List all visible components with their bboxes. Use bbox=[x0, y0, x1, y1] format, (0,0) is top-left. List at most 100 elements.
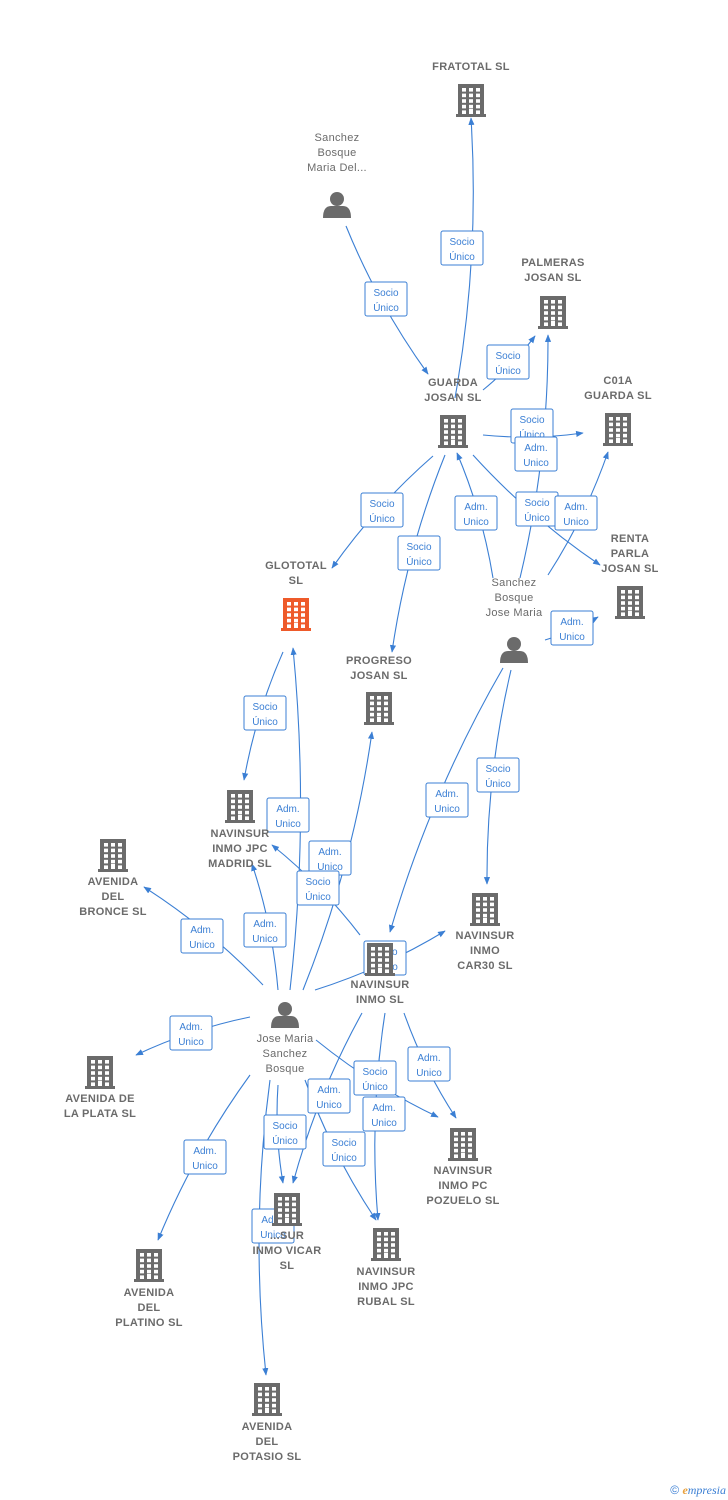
node-label: Jose Maria bbox=[486, 607, 543, 619]
edge-label[interactable]: Adm.Unico bbox=[554, 495, 598, 531]
node-label: GUARDA SL bbox=[584, 390, 652, 402]
building-icon bbox=[134, 1249, 164, 1282]
edge-label-text: Socio bbox=[331, 1138, 356, 1149]
edge-label-box bbox=[364, 281, 408, 317]
edge-label[interactable]: Adm.Unico bbox=[266, 797, 310, 833]
edge-label-text: Adm. bbox=[190, 925, 213, 936]
edge-label-text: Único bbox=[373, 301, 399, 314]
edge-label[interactable]: Adm.Unico bbox=[454, 495, 498, 531]
edge-label-box bbox=[296, 870, 340, 906]
edge-label-box bbox=[353, 1060, 397, 1096]
edge-label-box bbox=[360, 492, 404, 528]
node-label: JOSAN SL bbox=[424, 392, 481, 404]
edge-label-text: Único bbox=[252, 715, 278, 728]
edge-label-text: Adm. bbox=[372, 1103, 395, 1114]
node-label: Bosque bbox=[317, 147, 356, 159]
edge-label-box bbox=[476, 757, 520, 793]
node-label: CAR30 SL bbox=[457, 960, 513, 972]
node-label: PARLA bbox=[611, 548, 650, 560]
edge-label-text: Socio bbox=[519, 415, 544, 426]
edge-label-text: Adm. bbox=[253, 919, 276, 930]
edge-label-box bbox=[183, 1139, 227, 1175]
edge-label-text: Unico bbox=[317, 862, 343, 873]
edge-label[interactable]: Adm.Unico bbox=[407, 1046, 451, 1082]
edge-label[interactable]: Adm.Unico bbox=[550, 610, 594, 646]
edge-label[interactable]: Adm.Unico bbox=[362, 1096, 406, 1132]
node-label: INMO PC bbox=[438, 1180, 487, 1192]
edge-label[interactable]: Adm.Unico bbox=[425, 782, 469, 818]
edge-label-text: Único bbox=[362, 1080, 388, 1093]
edge-label-box bbox=[307, 1078, 351, 1114]
node-label: NAVINSUR bbox=[350, 979, 409, 991]
edge-label[interactable]: Adm. Unico bbox=[308, 840, 352, 876]
edge-label[interactable]: Adm.Unico bbox=[514, 436, 558, 472]
building-icon bbox=[470, 893, 500, 926]
edge-label-box bbox=[550, 610, 594, 646]
edge-label-text: Socio bbox=[485, 764, 510, 775]
footer-brand[interactable]: © empresia bbox=[670, 1483, 726, 1498]
edge-label-text: Socio bbox=[495, 351, 520, 362]
edge-label-text: Unico bbox=[252, 934, 278, 945]
edge-label-text: Unico bbox=[178, 1037, 204, 1048]
edge-label-text: Adm. bbox=[193, 1146, 216, 1157]
edge-label-text: Adm. bbox=[464, 502, 487, 513]
building-icon bbox=[272, 1193, 302, 1226]
edge-label[interactable]: Adm. Unico bbox=[243, 912, 287, 948]
edge-label-text: Único bbox=[495, 364, 521, 377]
node-label: AVENIDA bbox=[124, 1287, 175, 1299]
edge-label-box bbox=[454, 495, 498, 531]
edge-label-text: Socio bbox=[406, 542, 431, 553]
edge-label[interactable]: Adm. Unico bbox=[169, 1015, 213, 1051]
node-label: Jose Maria bbox=[257, 1033, 314, 1045]
edge-label-text: Socio bbox=[369, 499, 394, 510]
node-label: DEL bbox=[256, 1436, 279, 1448]
edge-label[interactable]: Adm.Unico bbox=[180, 918, 224, 954]
edge-label[interactable]: Adm.Unico bbox=[183, 1139, 227, 1175]
edge-label-text: Unico bbox=[260, 1230, 286, 1241]
edge-label-text: Adm. bbox=[179, 1022, 202, 1033]
edge-label-text: Adm. bbox=[318, 847, 341, 858]
building-icon bbox=[98, 839, 128, 872]
edge-label[interactable]: Adm.Unico bbox=[307, 1078, 351, 1114]
node-label: RENTA bbox=[611, 533, 650, 545]
edge-label-text: Adm. bbox=[560, 617, 583, 628]
node-fratotal[interactable]: FRATOTAL SL bbox=[432, 61, 510, 117]
building-icon bbox=[281, 598, 311, 631]
building-icon bbox=[364, 692, 394, 725]
node-label: AVENIDA bbox=[242, 1421, 293, 1433]
edge-label-box bbox=[180, 918, 224, 954]
edge-label-box bbox=[397, 535, 441, 571]
